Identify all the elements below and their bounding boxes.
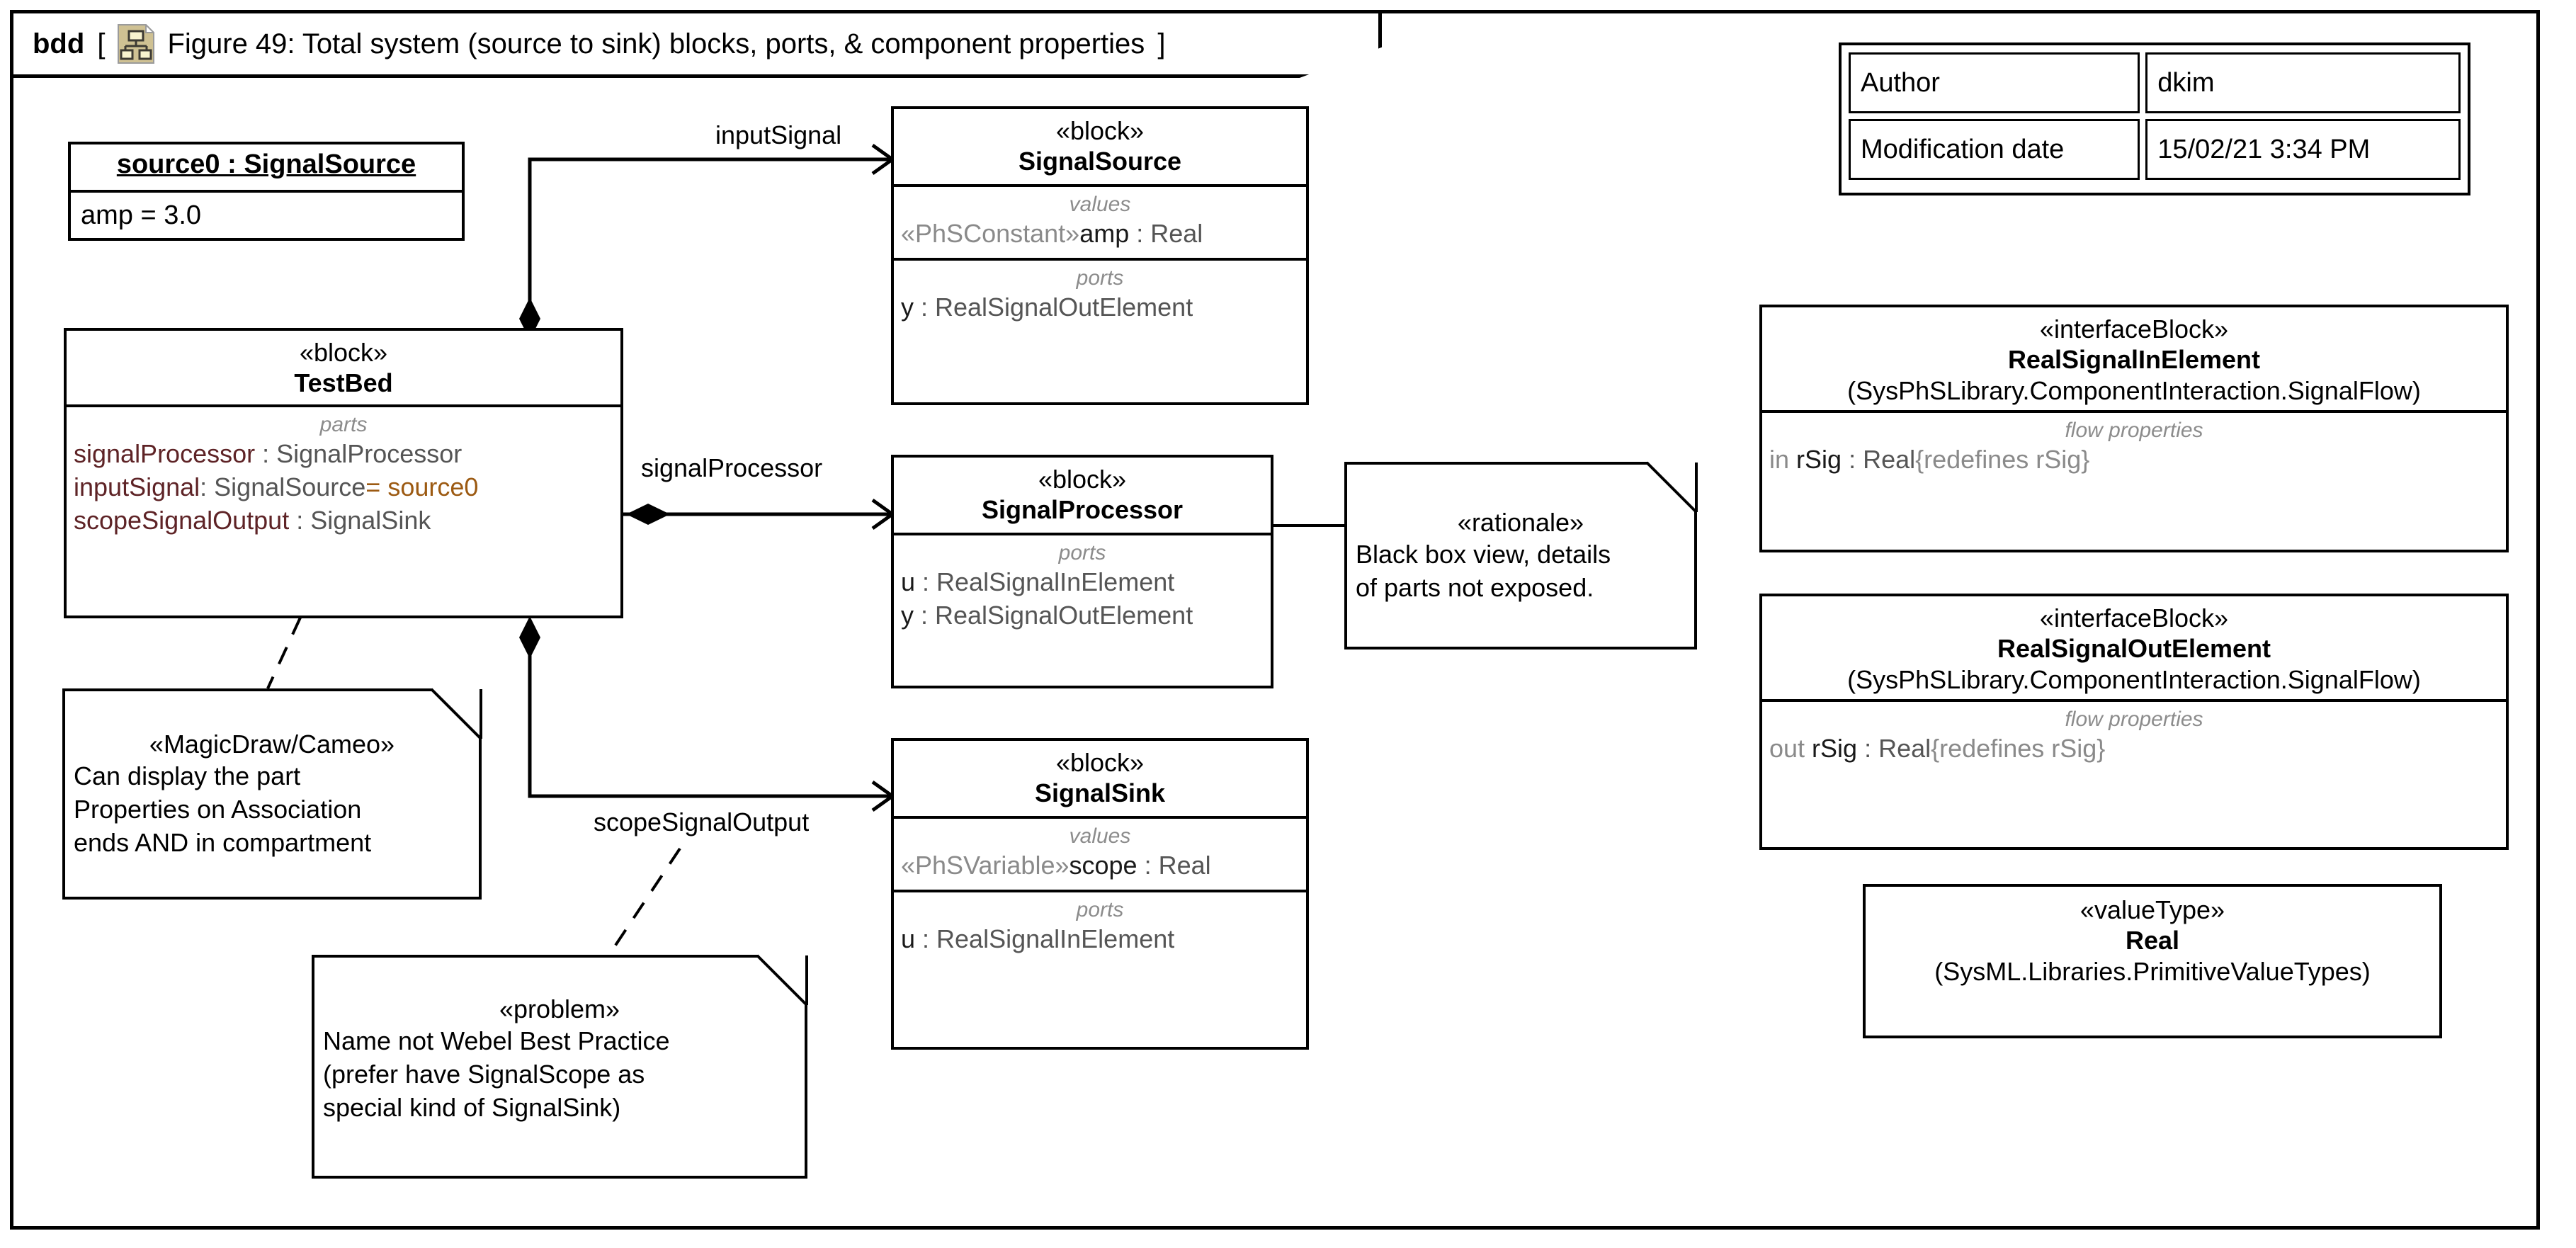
metadata-row-modification-date: Modification date 15/02/21 3:34 PM <box>1849 119 2461 180</box>
rationale-line-2: of parts not exposed. <box>1356 573 1594 602</box>
instance-slot-amp: amp = 3.0 <box>81 200 202 230</box>
note-fold-icon <box>756 954 808 1006</box>
signalsource-values-label: values <box>1069 192 1131 216</box>
signalsource-values-compartment: values «PhSConstant»amp : Real <box>894 183 1306 258</box>
note-fold-icon <box>1645 461 1698 514</box>
testbed-name: TestBed <box>294 368 393 398</box>
signalsink-values-compartment: values «PhSVariable»scope : Real <box>894 815 1306 890</box>
rationale-line-1: Black box view, details <box>1356 540 1611 569</box>
signalprocessor-name: SignalProcessor <box>981 495 1184 525</box>
signalsource-value-amp: «PhSConstant»amp : Real <box>901 219 1203 249</box>
realsignalout-header: «interfaceBlock» RealSignalOutElement (S… <box>1762 596 2506 699</box>
realvaluetype-stereotype: «valueType» <box>2079 895 2225 924</box>
signalsink-value-scope: «PhSVariable»scope : Real <box>901 851 1211 880</box>
metadata-value-author: dkim <box>2145 52 2461 113</box>
edge-label-inputsignal: inputSignal <box>715 120 842 149</box>
magicdraw-line-1: Can display the part <box>74 761 301 790</box>
metadata-row-author: Author dkim <box>1849 52 2461 113</box>
realvaluetype-qualified-name: (SysML.Libraries.PrimitiveValueTypes) <box>1934 956 2371 986</box>
testbed-part-inputsignal: inputSignal: SignalSource= source0 <box>74 472 479 501</box>
block-signalprocessor[interactable]: «block» SignalProcessor ports u : RealSi… <box>891 455 1273 688</box>
testbed-part-signalprocessor: signalProcessor : SignalProcessor <box>74 439 463 469</box>
realsignalin-header: «interfaceBlock» RealSignalInElement (Sy… <box>1762 307 2506 410</box>
signalprocessor-ports-label: ports <box>1058 540 1106 565</box>
diagram-kind-label: bdd <box>33 28 85 59</box>
realvaluetype-header: «valueType» Real (SysML.Libraries.Primit… <box>1866 887 2439 995</box>
signalsink-header: «block» SignalSink <box>894 741 1306 816</box>
block-realsignalinelement[interactable]: «interfaceBlock» RealSignalInElement (Sy… <box>1759 305 2509 552</box>
signalprocessor-header: «block» SignalProcessor <box>894 458 1271 533</box>
edge-label-signalprocessor: signalProcessor <box>641 453 823 482</box>
instance-slot-compartment: amp = 3.0 <box>71 190 462 241</box>
block-signalsink[interactable]: «block» SignalSink values «PhSVariable»s… <box>891 738 1309 1050</box>
signalsource-name: SignalSource <box>1018 147 1182 176</box>
realsignalin-stereotype: «interfaceBlock» <box>2039 314 2229 344</box>
bracket-close: ] <box>1157 28 1166 59</box>
diagram-title: Figure 49: Total system (source to sink)… <box>167 28 1145 59</box>
block-real-valuetype[interactable]: «valueType» Real (SysML.Libraries.Primit… <box>1863 884 2442 1038</box>
metadata-value-modification-date: 15/02/21 3:34 PM <box>2145 119 2461 180</box>
bracket-open: [ <box>97 28 106 59</box>
note-problem[interactable]: «problem» Name not Webel Best Practice (… <box>312 953 809 1179</box>
realsignalin-qualified-name: (SysPhSLibrary.ComponentInteraction.Sign… <box>1847 375 2421 405</box>
metadata-key-author: Author <box>1849 52 2140 113</box>
signalprocessor-port-y: y : RealSignalOutElement <box>901 600 1193 630</box>
magicdraw-line-2: Properties on Association <box>74 794 362 824</box>
problem-line-3: special kind of SignalSink) <box>323 1092 621 1122</box>
realsignalin-flow-rsig: in rSig : Real{redefines rSig} <box>1769 445 2090 475</box>
instance-name: source0 : SignalSource <box>116 149 416 179</box>
signalprocessor-ports-compartment: ports u : RealSignalInElement y : RealSi… <box>894 532 1271 640</box>
realsignalout-flow-rsig: out rSig : Real{redefines rSig} <box>1769 734 2106 764</box>
title-tab-shape <box>10 10 1382 78</box>
testbed-parts-label: parts <box>319 412 368 436</box>
signalsource-stereotype: «block» <box>1055 116 1145 145</box>
signalsink-ports-label: ports <box>1076 897 1124 921</box>
signalsink-values-label: values <box>1069 824 1131 848</box>
signalprocessor-stereotype: «block» <box>1038 465 1127 494</box>
signalsource-ports-compartment: ports y : RealSignalOutElement <box>894 257 1306 331</box>
block-signalsource[interactable]: «block» SignalSource values «PhSConstant… <box>891 106 1309 405</box>
realsignalout-stereotype: «interfaceBlock» <box>2039 603 2229 632</box>
realvaluetype-name: Real <box>2125 926 2180 955</box>
testbed-part-scopesignaloutput: scopeSignalOutput : SignalSink <box>74 505 431 535</box>
instance-source0[interactable]: source0 : SignalSource amp = 3.0 <box>68 142 465 241</box>
note-rationale[interactable]: «rationale» Black box view, details of p… <box>1344 460 1698 649</box>
problem-line-2: (prefer have SignalScope as <box>323 1059 645 1089</box>
realsignalout-qualified-name: (SysPhSLibrary.ComponentInteraction.Sign… <box>1847 664 2421 694</box>
magicdraw-stereotype: «MagicDraw/Cameo» <box>149 730 395 759</box>
note-magicdraw[interactable]: «MagicDraw/Cameo» Can display the part P… <box>62 687 483 900</box>
metadata-table: Author dkim Modification date 15/02/21 3… <box>1839 42 2470 195</box>
problem-stereotype: «problem» <box>499 994 620 1023</box>
diagram-title-tab: bdd [ Figure 49: Total system (source to… <box>10 10 1382 78</box>
realsignalout-flow-compartment: flow properties out rSig : Real{redefine… <box>1762 698 2506 773</box>
magicdraw-line-3: ends AND in compartment <box>74 827 372 857</box>
metadata-key-modification-date: Modification date <box>1849 119 2140 180</box>
realsignalout-flow-label: flow properties <box>2065 707 2203 731</box>
realsignalin-name: RealSignalInElement <box>2007 345 2261 375</box>
edge-label-scopesignaloutput: scopeSignalOutput <box>594 807 810 836</box>
signalsource-header: «block» SignalSource <box>894 109 1306 184</box>
block-testbed[interactable]: «block» TestBed parts signalProcessor : … <box>64 328 623 618</box>
realsignalout-name: RealSignalOutElement <box>1997 634 2271 664</box>
realsignalin-flow-compartment: flow properties in rSig : Real{redefines… <box>1762 409 2506 484</box>
signalsink-name: SignalSink <box>1034 778 1166 808</box>
testbed-header: «block» TestBed <box>67 331 620 404</box>
rationale-stereotype: «rationale» <box>1457 508 1584 538</box>
note-fold-icon <box>430 688 482 740</box>
testbed-parts-compartment: parts signalProcessor : SignalProcessor … <box>67 404 620 545</box>
signalsink-ports-compartment: ports u : RealSignalInElement <box>894 889 1306 963</box>
testbed-stereotype: «block» <box>299 338 388 367</box>
signalsink-stereotype: «block» <box>1055 748 1145 777</box>
realsignalin-flow-label: flow properties <box>2065 418 2203 442</box>
signalsink-port-u: u : RealSignalInElement <box>901 924 1175 954</box>
bdd-diagram-icon <box>118 24 155 64</box>
block-realsignaloutelement[interactable]: «interfaceBlock» RealSignalOutElement (S… <box>1759 594 2509 850</box>
signalprocessor-port-u: u : RealSignalInElement <box>901 567 1175 597</box>
problem-line-1: Name not Webel Best Practice <box>323 1026 670 1055</box>
signalsource-port-y: y : RealSignalOutElement <box>901 293 1193 322</box>
instance-name-compartment: source0 : SignalSource <box>71 144 462 190</box>
signalsource-ports-label: ports <box>1076 266 1124 290</box>
